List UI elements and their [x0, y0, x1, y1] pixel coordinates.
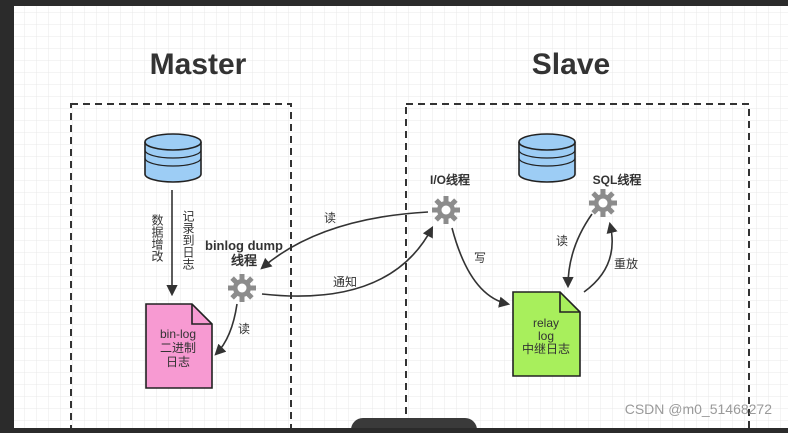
- replay-label: 重放: [614, 256, 638, 271]
- dump-thread-label-1: binlog dump: [205, 238, 283, 253]
- read-label-dump-binlog: 读: [238, 322, 250, 336]
- master-title: Master: [150, 48, 247, 81]
- master-database-icon: [144, 133, 202, 183]
- dump-read-binlog-arrow: [214, 303, 238, 356]
- sql-thread-gear-icon: [589, 189, 617, 217]
- slave-database-icon: [518, 133, 576, 183]
- master-container: [70, 103, 292, 433]
- sql-read-relay-arrow: [562, 213, 593, 289]
- relay-file-line2: log: [538, 329, 554, 343]
- binlog-file-line3: 日志: [166, 355, 190, 369]
- watermark: CSDN @m0_51468272: [625, 401, 773, 417]
- slave-container: [405, 103, 750, 433]
- relay-replay-sql-arrow: [583, 221, 618, 293]
- bottom-toolbar-pill[interactable]: [351, 418, 477, 433]
- io-thread-gear-icon: [432, 196, 460, 224]
- sql-thread-label: SQL线程: [593, 172, 642, 187]
- db-record-label: 记录到日志: [181, 210, 195, 270]
- db-write-label: 数据增改: [150, 213, 164, 263]
- read-label-sql: 读: [556, 234, 568, 248]
- dump-thread-label-2: 线程: [231, 253, 257, 268]
- binlog-file-icon: [145, 303, 213, 389]
- relay-log-file-icon: [512, 291, 581, 377]
- write-label: 写: [474, 251, 486, 265]
- io-read-dump-arrow: [260, 211, 429, 270]
- read-label-io-dump: 读: [324, 211, 336, 225]
- binlog-file-line1: bin-log: [160, 327, 196, 341]
- binlog-file-line2: 二进制: [160, 341, 196, 355]
- io-thread-label: I/O线程: [430, 172, 470, 187]
- io-write-relay-arrow: [451, 227, 511, 308]
- dump-notify-io-arrow: [261, 226, 434, 297]
- notify-label: 通知: [333, 275, 357, 289]
- binlog-dump-thread-gear-icon: [228, 274, 256, 302]
- relay-file-line1: relay: [533, 316, 559, 330]
- slave-title: Slave: [532, 48, 610, 81]
- relay-file-line3: 中继日志: [522, 341, 570, 356]
